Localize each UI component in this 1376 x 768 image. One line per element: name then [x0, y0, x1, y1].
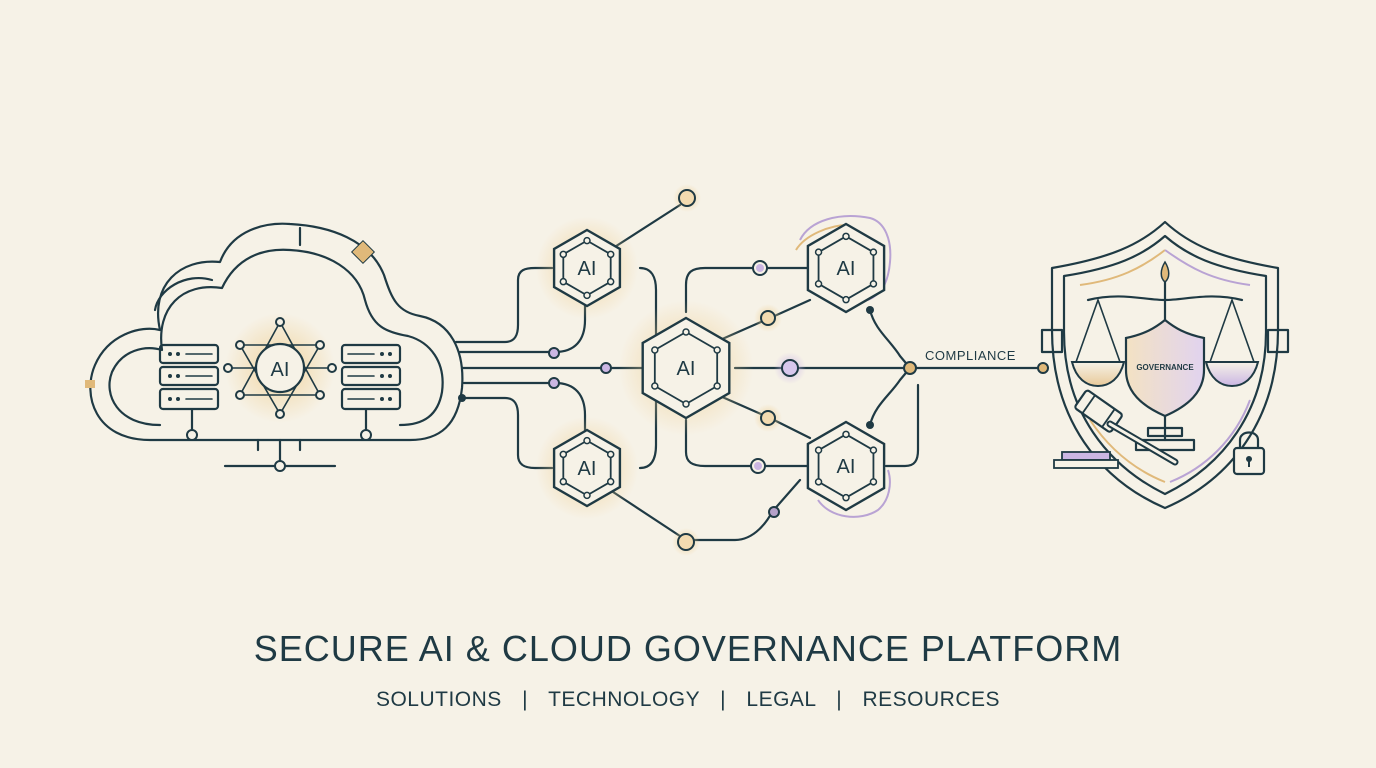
nav-link-resources[interactable]: RESOURCES: [862, 688, 1001, 711]
ai-node-1: AI: [535, 416, 639, 520]
server-rack-right: [340, 343, 402, 411]
nav-links: SOLUTIONS | TECHNOLOGY | LEGAL | RESOURC…: [0, 688, 1376, 712]
nav-separator: |: [720, 688, 727, 711]
cloud-ai-core: AI: [223, 313, 337, 423]
ai-node-label: AI: [578, 258, 597, 280]
compliance-label: COMPLIANCE: [925, 348, 1016, 363]
cloud-datacenter: AI: [85, 222, 464, 472]
nav-separator: |: [836, 688, 843, 711]
ai-node-label: AI: [677, 358, 696, 380]
ai-node-4: AI: [806, 420, 886, 512]
lock-icon: [1232, 431, 1266, 476]
ai-node-label: AI: [837, 258, 856, 280]
scales-of-justice-icon: [1070, 260, 1260, 452]
ai-node-2: AI: [618, 300, 754, 436]
nav-link-legal[interactable]: LEGAL: [746, 688, 816, 711]
ai-node-label: AI: [837, 456, 856, 478]
governance-shield-emblem: GOVERNANCE: [1040, 220, 1290, 510]
ai-node-label: AI: [578, 458, 597, 480]
server-rack-left: [158, 343, 220, 411]
nav-link-solutions[interactable]: SOLUTIONS: [375, 688, 502, 711]
ai-node-3: AI: [806, 222, 886, 314]
connection-dots: [458, 184, 1049, 556]
page-title: SECURE AI & CLOUD GOVERNANCE PLATFORM: [253, 628, 1123, 669]
nav-separator: |: [522, 688, 529, 711]
ai-hex-nodes: AI AI AI AI AI: [535, 216, 886, 520]
gavel-icon: [1053, 389, 1179, 469]
cloud-ai-label: AI: [271, 359, 290, 381]
governance-label: GOVERNANCE: [1136, 363, 1194, 372]
nav-link-technology[interactable]: TECHNOLOGY: [548, 688, 700, 711]
ai-node-0: AI: [535, 216, 639, 320]
